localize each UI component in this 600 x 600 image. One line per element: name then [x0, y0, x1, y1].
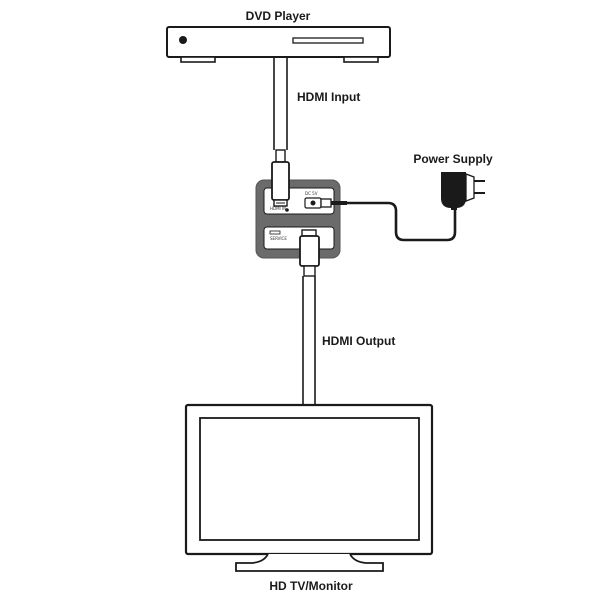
power-cable	[320, 198, 457, 242]
hdmi-device: HDMI IN DC 5V SERVICE	[255, 179, 341, 259]
hdmi-input-label: HDMI Input	[297, 90, 361, 104]
hdmi-input-connector	[271, 149, 290, 207]
hdmi-output-cable	[302, 276, 316, 405]
power-button-icon	[179, 36, 187, 44]
port-label-dc: DC 5V	[305, 191, 318, 196]
port-label-hdmi-in: HDMI IN	[270, 206, 286, 211]
dvd-player-label: DVD Player	[245, 9, 311, 23]
hdmi-output-label: HDMI Output	[322, 334, 396, 348]
status-led-icon	[285, 208, 289, 212]
port-label-service: SERVICE	[270, 236, 287, 241]
disc-tray	[292, 37, 364, 44]
hdmi-output-connector	[299, 229, 320, 277]
power-adapter-icon	[441, 172, 485, 210]
hdmi-input-cable	[273, 57, 288, 150]
dvd-player	[166, 26, 391, 63]
power-supply-label: Power Supply	[413, 152, 493, 166]
hd-tv-monitor	[184, 403, 434, 572]
hd-tv-monitor-label: HD TV/Monitor	[269, 579, 353, 593]
